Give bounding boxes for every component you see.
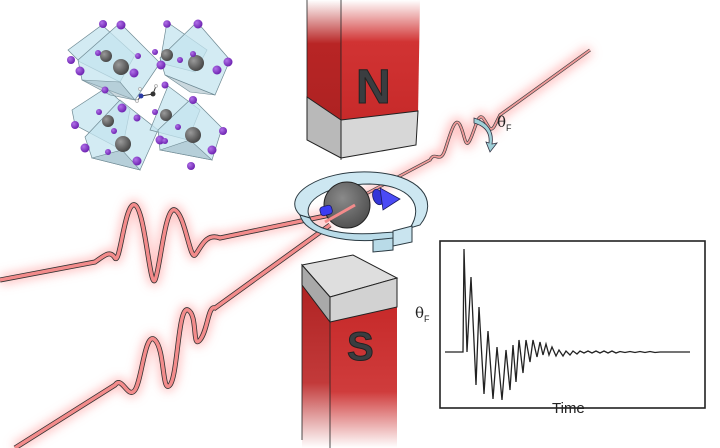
north-pole-label: N (356, 61, 391, 114)
theta-symbol: θ (497, 113, 507, 131)
signal-chart (439, 240, 706, 409)
electron-sphere (323, 181, 371, 229)
chart-x-axis-label: Time (552, 400, 585, 417)
beam-through-sample (324, 203, 356, 224)
magnet-south (301, 254, 399, 448)
laser-beams (0, 48, 591, 448)
chart-y-axis-label: θF (415, 304, 430, 324)
theta-subscript: F (506, 123, 512, 133)
theta-symbol: θ (415, 304, 425, 322)
magnet-north (306, 0, 420, 160)
chart-frame (439, 240, 706, 409)
south-pole-label: S (347, 325, 374, 369)
theta-subscript: F (424, 314, 430, 324)
faraday-rotation-label: θF (497, 113, 512, 133)
spin-arrow (319, 187, 401, 217)
rotation-arrow-icon (473, 117, 498, 153)
perovskite-crystal (67, 19, 233, 171)
signal-trace (445, 248, 690, 401)
